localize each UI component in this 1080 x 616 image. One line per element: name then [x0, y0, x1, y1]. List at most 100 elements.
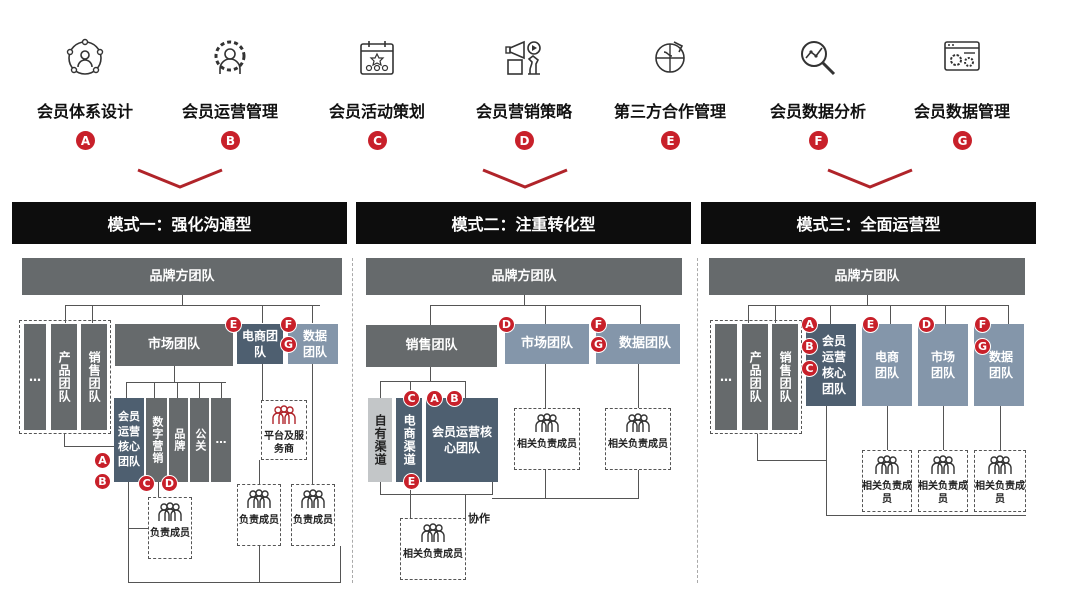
other-teams-group — [710, 320, 802, 434]
member-core-team-box: 会员运营核心团队 — [426, 398, 498, 482]
related-members: 相关负责成员 — [973, 454, 1027, 506]
other-teams-group — [19, 320, 111, 434]
market-team-box: 市场团队 — [918, 324, 968, 406]
sales-team-box: 销售团队 — [366, 325, 497, 367]
browser-gears-icon — [942, 38, 982, 78]
badge-b: B — [94, 473, 111, 490]
badge-a: A — [94, 452, 111, 469]
related-members-group — [974, 450, 1026, 512]
badge-g: G — [590, 336, 607, 353]
network-people-icon — [65, 38, 105, 78]
badge-f: F — [280, 316, 297, 333]
badge-d: D — [498, 316, 515, 333]
data-team-box: 数据团队 — [596, 324, 680, 364]
owner-group-1 — [148, 497, 192, 559]
related-members-group — [862, 450, 912, 512]
badge-a: A — [801, 316, 818, 333]
badge-c: C — [403, 390, 420, 407]
people-icon — [931, 455, 955, 474]
mode-1-header: 模式一：强化沟通型 — [12, 202, 347, 244]
market-team-box: 市场团队 — [505, 324, 589, 364]
member-core-team-box: 会员运营核心团队 — [114, 398, 144, 482]
ecom-team-box: 电商团队 — [237, 324, 283, 364]
sales-team-box: 销售团队 — [772, 324, 798, 430]
badge-d: D — [918, 316, 935, 333]
mode-2-header: 模式二：注重转化型 — [356, 202, 691, 244]
step-label: 会员数据管理 — [913, 102, 1010, 121]
step-label: 会员营销策略 — [475, 102, 572, 121]
owner-members: 负责成员 — [149, 501, 191, 540]
owner-group-3 — [291, 484, 335, 546]
platform-partner: 平台及服务商 — [262, 404, 306, 456]
owner-members: 负责成员 — [238, 488, 280, 527]
badge-c: C — [138, 475, 155, 492]
platform-partner-group — [261, 400, 307, 460]
step-label: 会员活动策划 — [328, 102, 425, 121]
related-members: 相关负责成员 — [860, 454, 914, 506]
calendar-event-icon — [357, 38, 397, 78]
badge-f: F — [590, 316, 607, 333]
people-icon — [301, 489, 325, 508]
step-label: 会员数据分析 — [769, 102, 866, 121]
related-members-group — [514, 408, 580, 470]
people-icon — [875, 455, 899, 474]
step-letter-badge: E — [661, 131, 680, 150]
mode-3-header: 模式三：全面运营型 — [701, 202, 1036, 244]
people-icon — [247, 489, 271, 508]
market-team-box: 市场团队 — [115, 324, 233, 366]
brand-box: 品牌 — [169, 398, 188, 482]
ecom-channel-box: 电商渠道 — [396, 398, 422, 482]
related-members: 相关负责成员 — [916, 454, 970, 506]
related-members-group — [605, 408, 671, 470]
people-icon — [535, 413, 559, 432]
badge-g: G — [974, 338, 991, 355]
badge-e: E — [403, 473, 420, 490]
badge-c: C — [801, 360, 818, 377]
megaphone-chess-icon — [504, 38, 544, 78]
more-teams-box: … — [715, 324, 737, 430]
brand-team-box: 品牌方团队 — [22, 258, 342, 295]
step-letter-badge: D — [515, 131, 534, 150]
own-channel-box: 自有渠道 — [368, 398, 392, 482]
step-label: 会员运营管理 — [181, 102, 278, 121]
badge-b: B — [446, 390, 463, 407]
badge-e: E — [862, 316, 879, 333]
sales-team-box: 销售团队 — [81, 324, 107, 430]
badge-b: B — [801, 338, 818, 355]
collab-label: 协作 — [468, 512, 490, 525]
people-icon — [272, 405, 296, 424]
mode-separator — [697, 258, 698, 583]
product-team-box: 产品团队 — [51, 324, 77, 430]
brand-team-box: 品牌方团队 — [709, 258, 1025, 295]
step-letter-badge: F — [809, 131, 828, 150]
digital-marketing-box: 数字营销 — [146, 398, 167, 482]
people-icon — [626, 413, 650, 432]
badge-g: G — [280, 336, 297, 353]
more-teams-box: … — [24, 324, 46, 430]
more-box: … — [211, 398, 231, 482]
magnifier-chart-icon — [798, 38, 838, 78]
badge-a: A — [426, 390, 443, 407]
step-letter-badge: B — [221, 131, 240, 150]
related-members-group — [400, 518, 466, 580]
chevron-arrows — [137, 168, 913, 189]
step-letter-badge: G — [953, 131, 972, 150]
gear-person-icon — [210, 38, 250, 78]
pr-box: 公关 — [190, 398, 209, 482]
brand-team-box: 品牌方团队 — [366, 258, 682, 295]
badge-e: E — [225, 316, 242, 333]
owner-members: 负责成员 — [292, 488, 334, 527]
related-members-group — [918, 450, 968, 512]
badge-f: F — [974, 316, 991, 333]
step-letter-badge: C — [368, 131, 387, 150]
people-icon — [988, 455, 1012, 474]
related-members: 相关负责成员 — [401, 522, 465, 561]
people-icon — [421, 523, 445, 542]
step-letter-badge: A — [76, 131, 95, 150]
owner-group-2 — [237, 484, 281, 546]
product-team-box: 产品团队 — [742, 324, 768, 430]
step-label: 会员体系设计 — [36, 102, 133, 121]
data-team-box: 数据团队 — [974, 324, 1024, 406]
ecom-team-box: 电商团队 — [862, 324, 912, 406]
badge-d: D — [161, 475, 178, 492]
